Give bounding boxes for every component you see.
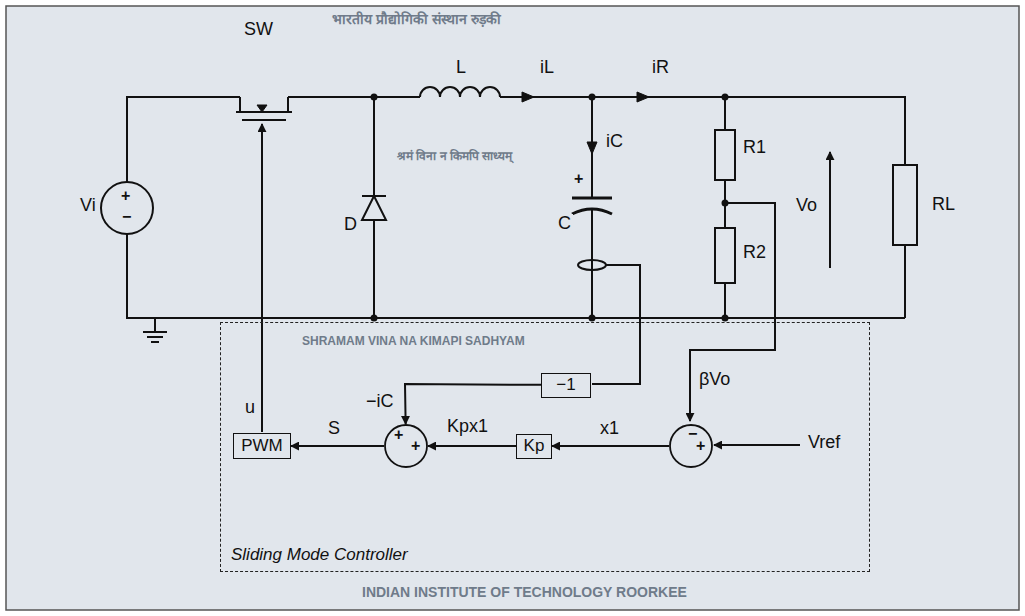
sign-text: − [688,426,697,442]
sign-text: + [696,438,705,454]
signal-label: L [454,58,468,78]
current-arrow [522,92,534,102]
junction-dot [722,315,729,322]
current-sensor [578,260,606,270]
current-arrow [637,92,649,102]
signal-label: + [121,187,130,205]
controller-region: Sliding Mode ControllerPWM++−1Kp−+ [220,322,870,572]
capacitor-symbol [572,198,612,214]
block-label: PWM [241,437,283,456]
voltage-arrow [829,152,831,268]
resistor-symbol [715,228,735,283]
junction-dot [371,94,378,101]
junction-circle [385,425,427,467]
resistor-symbol [715,130,735,180]
signal-label: R2 [741,243,768,263]
junction-dot [722,94,729,101]
signal-label: D [342,215,359,235]
panel [6,6,1019,610]
pwm-block: PWM [233,433,291,459]
edge-label: x1 [598,419,621,439]
signal-label: RL [930,195,957,215]
signal-label: iR [650,58,671,78]
signal-label: SW [242,20,275,40]
voltage-source [101,182,153,234]
signal-label: iL [538,58,556,78]
gain-block: Kp [516,434,552,459]
signal-label: + [574,170,583,188]
junction-circle [670,425,712,467]
junction-outline [384,424,428,468]
signal-label: Vo [794,196,819,216]
current-arrow [587,142,597,154]
signal-label: iC [604,132,625,152]
signal-label: R1 [741,138,768,158]
feedback-wire [690,203,775,421]
mosfet-switch [236,97,292,120]
block-label: −1 [556,376,575,395]
watermark: भारतीय प्रौद्योगिकी संस्थान रुड़की [330,12,503,27]
signal-label: − [122,208,131,226]
sign-text: + [411,438,420,454]
signal-connector [291,445,384,447]
sign-text: + [394,427,403,443]
signal-label: C [556,214,573,234]
edge-label: S [326,419,342,439]
wire [127,234,905,318]
signal-label: u [243,398,257,418]
mosfet-arrow [257,105,267,112]
signal-label: βVo [697,370,732,390]
inductor-coil [420,87,500,97]
gain-block: −1 [541,373,591,398]
junction-dot [722,200,729,207]
wire [127,97,240,182]
sensor-wire [592,265,640,384]
resistor-symbol [893,165,917,245]
signal-connector [552,445,669,447]
difference-junction: −+ [669,424,713,468]
summing-junction: ++ [384,424,428,468]
watermark: SHRAMAM VINA NA KIMAPI SADHYAM [300,335,527,348]
gate-signal [261,124,263,432]
watermark: INDIAN INSTITUTE OF TECHNOLOGY ROORKEE [360,585,689,600]
watermark: श्रमं विना न किमपि साध्यम् [395,150,514,163]
block-label: Sliding Mode Controller [231,545,408,565]
edge-label: −iC [364,392,396,412]
block-label: Kp [524,437,545,456]
reference-wire [714,444,800,446]
edge-label: Kpx1 [445,417,490,437]
diode-symbol [362,196,386,220]
signal-label: Vref [806,433,842,453]
junction-dot [589,315,596,322]
wire [288,97,905,318]
ground-symbol [143,318,167,342]
junction-dot [371,315,378,322]
signal-label: Vi [78,196,98,216]
signal-connector [428,445,516,447]
junction-dot [589,94,596,101]
